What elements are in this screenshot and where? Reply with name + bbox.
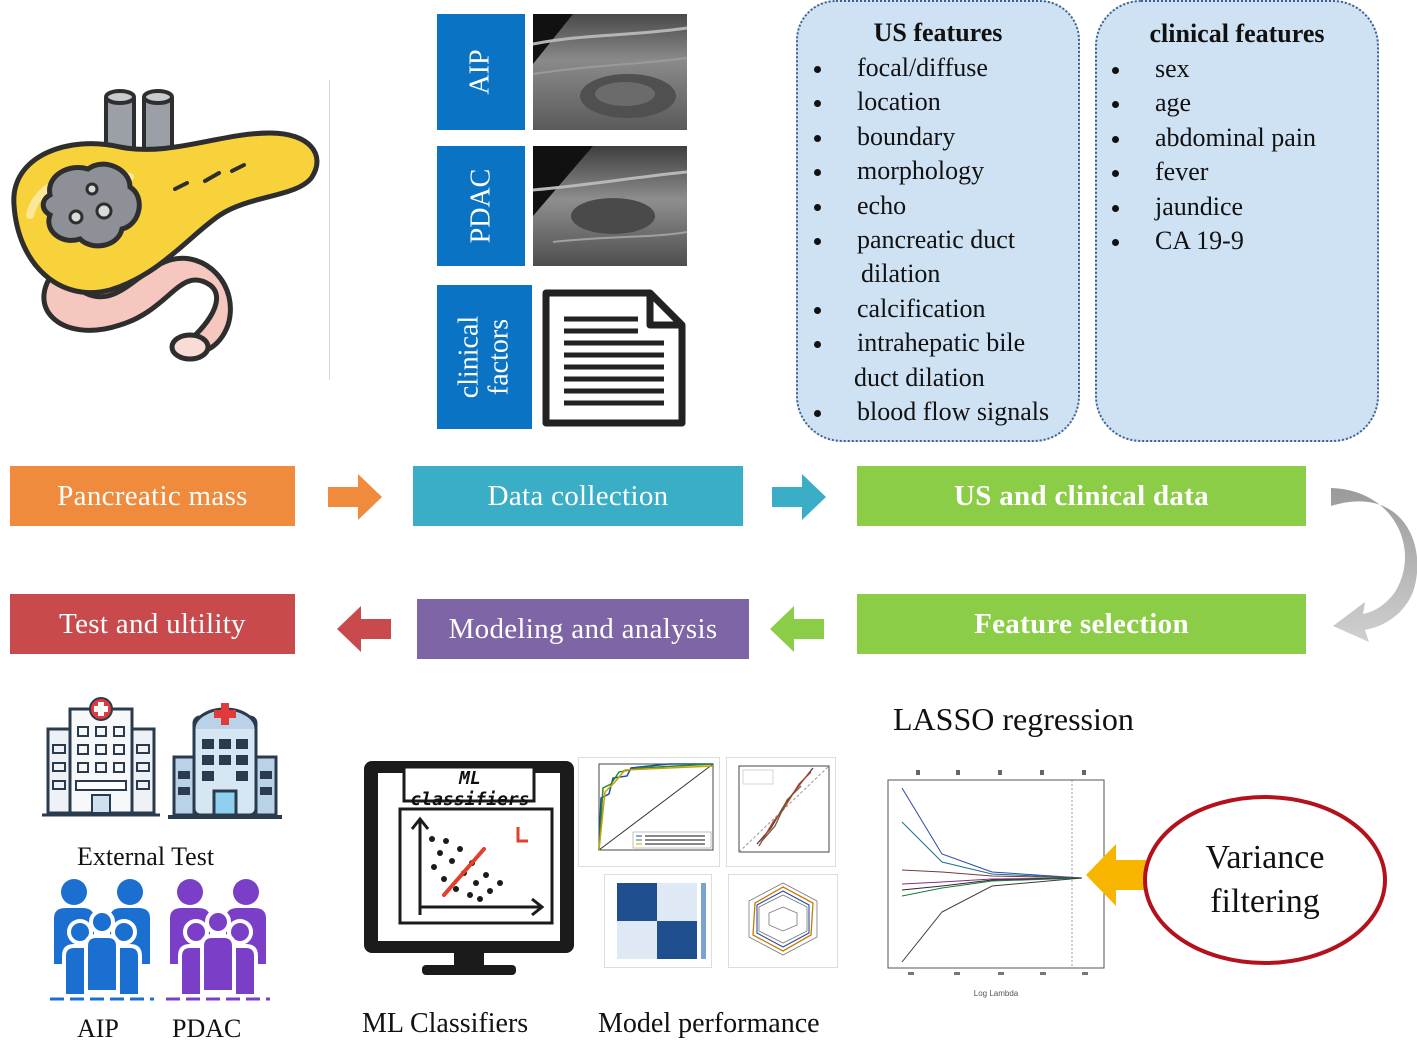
list-item: focal/diffuse xyxy=(798,51,1078,85)
us-features-list: focal/diffuse location boundary morpholo… xyxy=(798,51,1078,429)
ml-classifiers-caption: ML Classifiers xyxy=(362,1008,529,1039)
list-item: sex xyxy=(1097,52,1377,86)
step-modeling-analysis: Modeling and analysis xyxy=(417,599,749,659)
curved-arrow-icon xyxy=(1331,488,1417,642)
arrow-icon xyxy=(772,474,826,520)
ml-screen-text: ML classifiers xyxy=(410,768,530,810)
confusion-matrix-thumbnail xyxy=(604,874,712,968)
step-pancreatic-mass-label: Pancreatic mass xyxy=(57,479,248,512)
lasso-title: LASSO regression xyxy=(893,701,1134,737)
list-item: echo xyxy=(798,189,1078,223)
arrow-icon xyxy=(770,606,824,652)
step-modeling-analysis-label: Modeling and analysis xyxy=(448,612,718,645)
ultrasound-image-pdac xyxy=(533,146,687,266)
pancreas-icon xyxy=(11,89,320,362)
list-item: CA 19-9 xyxy=(1097,224,1377,258)
step-us-clinical-data-label: US and clinical data xyxy=(954,479,1209,512)
aip-group-label: AIP xyxy=(77,1014,119,1043)
clinical-features-list: sex age abdominal pain fever jaundice CA… xyxy=(1097,52,1377,258)
list-item: calcification xyxy=(798,292,1078,326)
list-item: age xyxy=(1097,86,1377,120)
tab-aip-label: AIP xyxy=(465,49,496,95)
list-item: location xyxy=(798,85,1078,119)
lasso-xlabel: Log Lambda xyxy=(974,989,1019,998)
step-data-collection-label: Data collection xyxy=(487,479,669,512)
step-feature-selection-label: Feature selection xyxy=(974,607,1189,640)
list-item: boundary xyxy=(798,120,1078,154)
tab-clinical-factors: clinical factors xyxy=(437,285,532,429)
step-test-utility: Test and ultility xyxy=(10,594,295,654)
us-features-panel: US features focal/diffuse location bound… xyxy=(796,0,1080,442)
variance-filtering-ellipse xyxy=(1143,795,1387,965)
model-performance-caption: Model performance xyxy=(598,1008,820,1039)
tab-aip: AIP xyxy=(437,14,525,130)
ultrasound-image-aip xyxy=(533,14,687,130)
external-test-label: External Test xyxy=(77,842,215,871)
pdac-group-label: PDAC xyxy=(172,1014,242,1043)
list-item: pancreatic duct xyxy=(798,223,1078,257)
clinical-features-panel: clinical features sex age abdominal pain… xyxy=(1095,0,1379,442)
list-item: jaundice xyxy=(1097,190,1377,224)
hospital-icon xyxy=(168,703,282,819)
us-features-title: US features xyxy=(873,18,1003,47)
step-us-clinical-data: US and clinical data xyxy=(857,466,1306,526)
list-item-continued: duct dilation xyxy=(854,362,985,392)
variance-filtering-label: Variance filtering xyxy=(1205,839,1325,920)
people-icon-pdac xyxy=(166,879,270,1001)
calibration-curve-thumbnail xyxy=(726,757,836,867)
document-icon xyxy=(542,289,686,427)
tab-clinical-factors-label: clinical factors xyxy=(453,315,515,399)
tab-pdac: PDAC xyxy=(437,146,525,266)
list-item: blood flow signals xyxy=(798,395,1078,429)
list-item: abdominal pain xyxy=(1097,121,1377,155)
arrow-icon xyxy=(328,474,382,520)
tab-pdac-label: PDAC xyxy=(464,168,496,244)
people-icon-aip xyxy=(50,879,154,1001)
step-feature-selection: Feature selection xyxy=(857,594,1306,654)
divider xyxy=(329,80,330,380)
hospital-icon xyxy=(42,697,160,817)
list-item-continued: dilation xyxy=(861,259,941,289)
arrow-icon xyxy=(1086,844,1146,906)
clinical-features-title: clinical features xyxy=(1149,19,1325,48)
arrow-icon xyxy=(337,606,391,652)
list-item: morphology xyxy=(798,154,1078,188)
step-data-collection: Data collection xyxy=(413,466,743,526)
list-item: fever xyxy=(1097,155,1377,189)
step-pancreatic-mass: Pancreatic mass xyxy=(10,466,295,526)
step-test-utility-label: Test and ultility xyxy=(59,607,246,640)
list-item: intrahepatic bile xyxy=(798,326,1078,360)
radar-chart-thumbnail xyxy=(728,874,838,968)
monitor-icon xyxy=(364,761,574,975)
lasso-plot-thumbnail: Log Lambda xyxy=(887,770,1105,998)
roc-curve-thumbnail xyxy=(578,757,720,867)
